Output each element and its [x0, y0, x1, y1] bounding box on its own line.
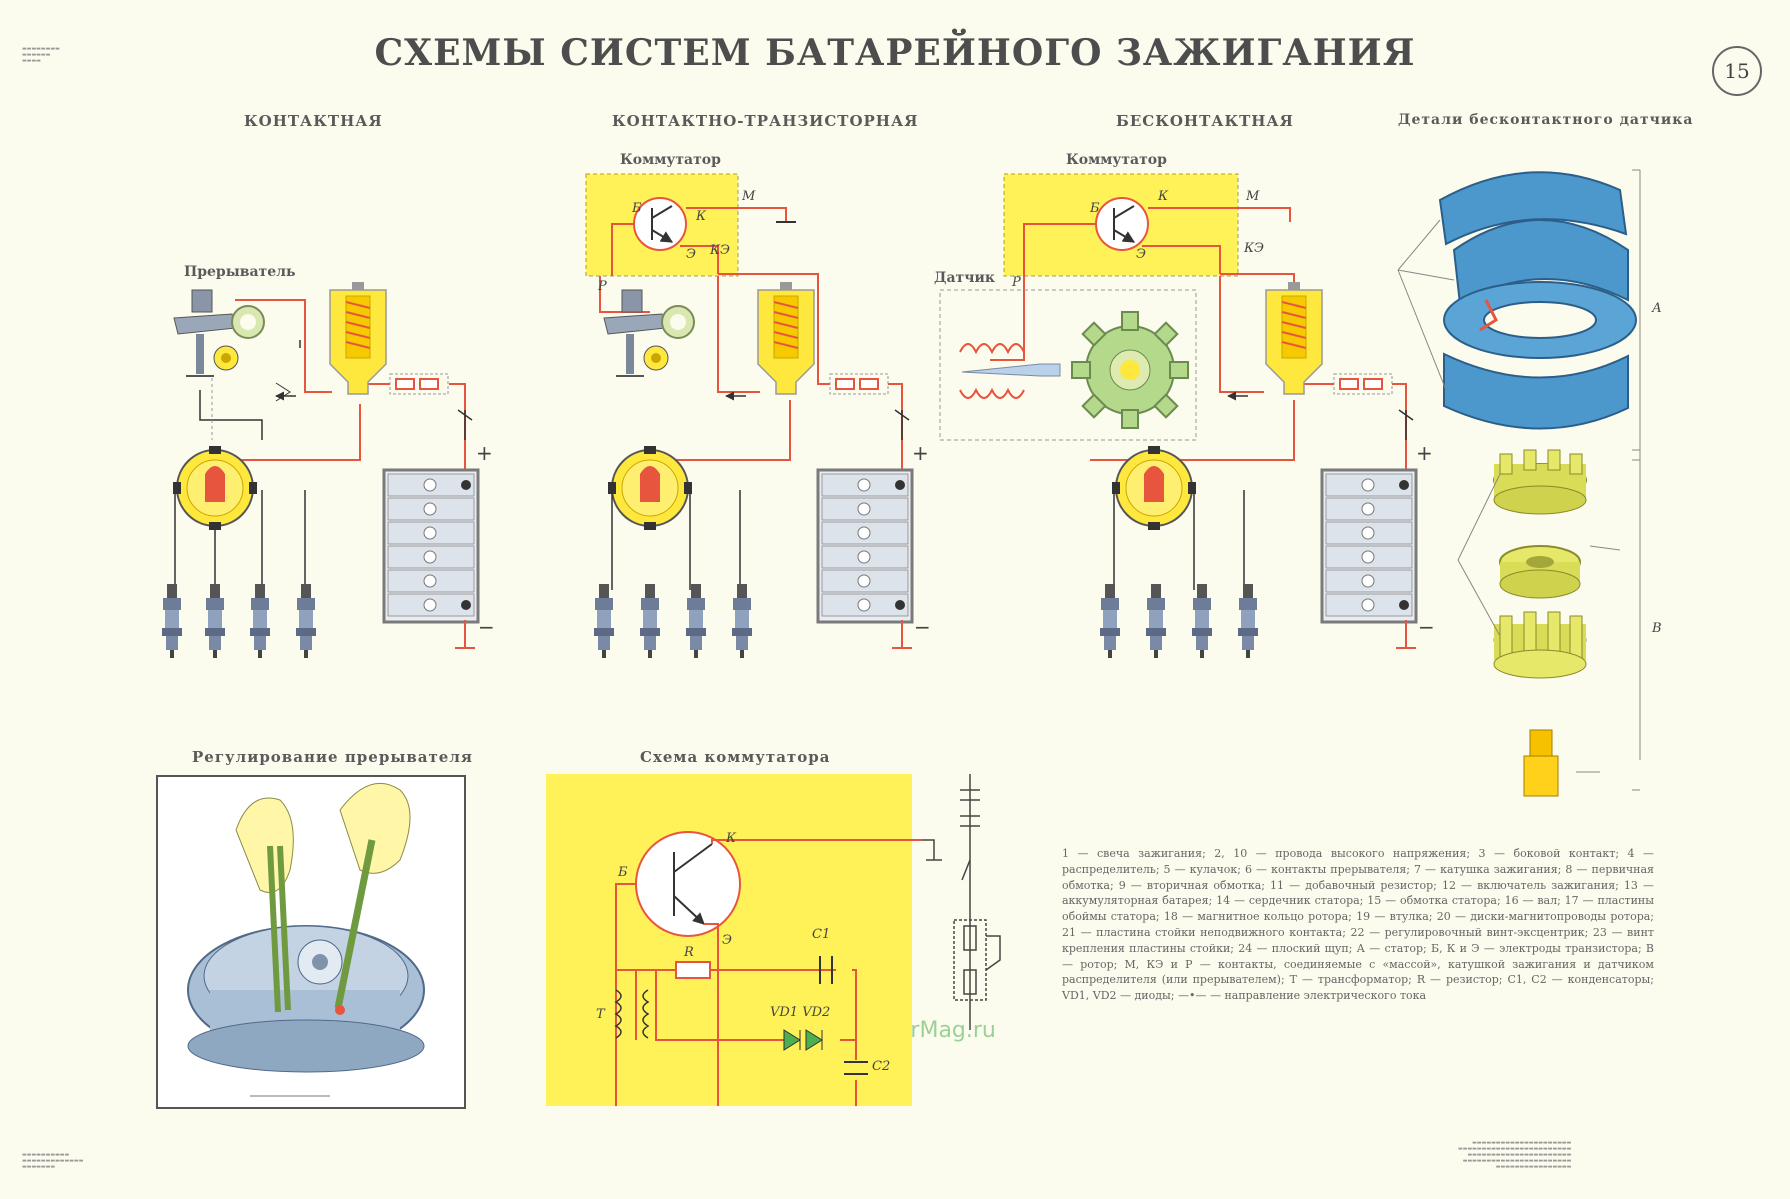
battery-icon [816, 468, 914, 624]
section-sensor-parts-title: Детали бесконтактного датчика [1398, 112, 1694, 128]
transformer-icon [614, 989, 650, 1039]
diodes-label: VD1 VD2 [770, 1005, 830, 1020]
legend-text: 1 — свеча зажигания; 2, 10 — провода выс… [1062, 847, 1654, 1003]
battery-plus-label: + [912, 441, 929, 465]
sleeve-icon [1523, 729, 1559, 797]
ignition-coil-icon [329, 281, 387, 395]
breaker-label: Прерыватель [184, 264, 296, 280]
terminal-p-label: Р [1011, 275, 1021, 290]
ignition-coil-icon [757, 281, 815, 395]
commutator-scheme-diagram [546, 774, 1001, 1106]
spark-plug-icon [1100, 584, 1120, 658]
commutator-label-ct: Коммутатор [620, 152, 721, 168]
section-breaker-adjustment-title: Регулирование прерывателя [192, 748, 473, 766]
sensor-parts-drawing [1397, 169, 1641, 797]
commutator-emitter-label: Э [722, 933, 732, 948]
spark-plug-icon [1238, 584, 1258, 658]
spark-plug-icon [732, 584, 752, 658]
spark-plug-icon [594, 584, 614, 658]
spark-plug-icon [640, 584, 660, 658]
distributor-icon [1111, 445, 1197, 531]
breaker-adjustment-illustration [156, 775, 466, 1109]
transistor-icon [634, 198, 686, 250]
spark-plug-icon [296, 584, 316, 658]
resistor-r-label: R [683, 945, 694, 960]
battery-plus-label: + [476, 441, 493, 465]
contact-transistor-system [585, 173, 914, 658]
distributor-icon [607, 445, 693, 531]
terminal-p-label: Р [597, 279, 607, 294]
breaker-assembly-icon [173, 289, 265, 377]
terminal-e-label: Э [686, 247, 696, 262]
ignition-coil-icon [1265, 281, 1323, 395]
rotor-v-label: В [1651, 621, 1662, 636]
spark-plug-icon [686, 584, 706, 658]
breaker-assembly-icon [603, 289, 695, 377]
battery-plus-label: + [1416, 441, 1433, 465]
ballast-resistor-icon [829, 373, 889, 395]
terminal-k-label: К [1157, 189, 1169, 204]
section-contactless-title: БЕСКОНТАКТНАЯ [1116, 112, 1294, 130]
spark-plug-icon [1146, 584, 1166, 658]
terminal-ke-label: КЭ [1243, 241, 1264, 256]
spark-plug-icon [1192, 584, 1212, 658]
battery-icon [382, 468, 480, 624]
stator-exploded-icon [1438, 171, 1637, 430]
rotor-gear-icon [1071, 311, 1189, 429]
publisher-note-top: ▬▬▬▬▬▬▬▬▬▬▬▬▬▬▬▬▬▬ [22, 46, 60, 64]
stator-winding-icon [959, 343, 1025, 399]
contact-system [162, 281, 480, 658]
sensor-label: Датчик [934, 270, 995, 286]
section-commutator-scheme-title: Схема коммутатора [640, 748, 831, 766]
rotor-ring-icon [1493, 449, 1587, 679]
contactless-system [939, 173, 1418, 658]
transformer-t-label: T [596, 1007, 606, 1022]
commutator-b-label: Б [617, 865, 628, 880]
publisher-note-bottom-left: ▬▬▬▬▬▬▬▬▬▬▬▬▬▬▬▬▬▬▬▬▬▬▬▬▬▬▬▬▬▬ [22, 1152, 84, 1170]
battery-minus-label: − [914, 615, 931, 639]
spark-plug-icon [250, 584, 270, 658]
stator-a-label: А [1651, 301, 1662, 316]
publisher-note-bottom-right: ▬▬▬▬▬▬▬▬▬▬▬▬▬▬▬▬▬▬▬▬▬▬▬▬▬▬▬▬▬▬▬▬▬▬▬▬▬▬▬▬… [1458, 1140, 1572, 1170]
commutator-k-label: К [725, 831, 737, 846]
terminal-ke-label: КЭ [709, 243, 730, 258]
capacitor-c2-label: C2 [872, 1059, 890, 1074]
terminal-e-label: Э [1136, 247, 1146, 262]
terminal-m-label: М [1245, 189, 1260, 204]
diode-pair-icon [783, 1029, 823, 1051]
terminal-b-label: Б [631, 201, 642, 216]
distributor-icon [172, 445, 258, 531]
page-number-badge: 15 [1712, 46, 1762, 96]
ballast-resistor-icon [1333, 373, 1393, 395]
battery-minus-label: − [1418, 615, 1435, 639]
spark-plug-icon [162, 584, 182, 658]
battery-minus-label: − [478, 615, 495, 639]
ballast-resistor-icon [389, 373, 449, 395]
terminal-m-label: М [741, 189, 756, 204]
transistor-icon [1096, 198, 1148, 250]
terminal-k-label: К [695, 209, 707, 224]
section-contact-title: КОНТАКТНАЯ [244, 112, 383, 130]
spark-plug-icon [205, 584, 225, 658]
battery-icon [1320, 468, 1418, 624]
terminal-b-label: Б [1089, 201, 1100, 216]
poster-title: СХЕМЫ СИСТЕМ БАТАРЕЙНОГО ЗАЖИГАНИЯ [374, 32, 1416, 74]
capacitor-c1-label: C1 [812, 927, 830, 942]
commutator-label-cl: Коммутатор [1066, 152, 1167, 168]
section-contact-transistor-title: КОНТАКТНО-ТРАНЗИСТОРНАЯ [612, 112, 919, 130]
